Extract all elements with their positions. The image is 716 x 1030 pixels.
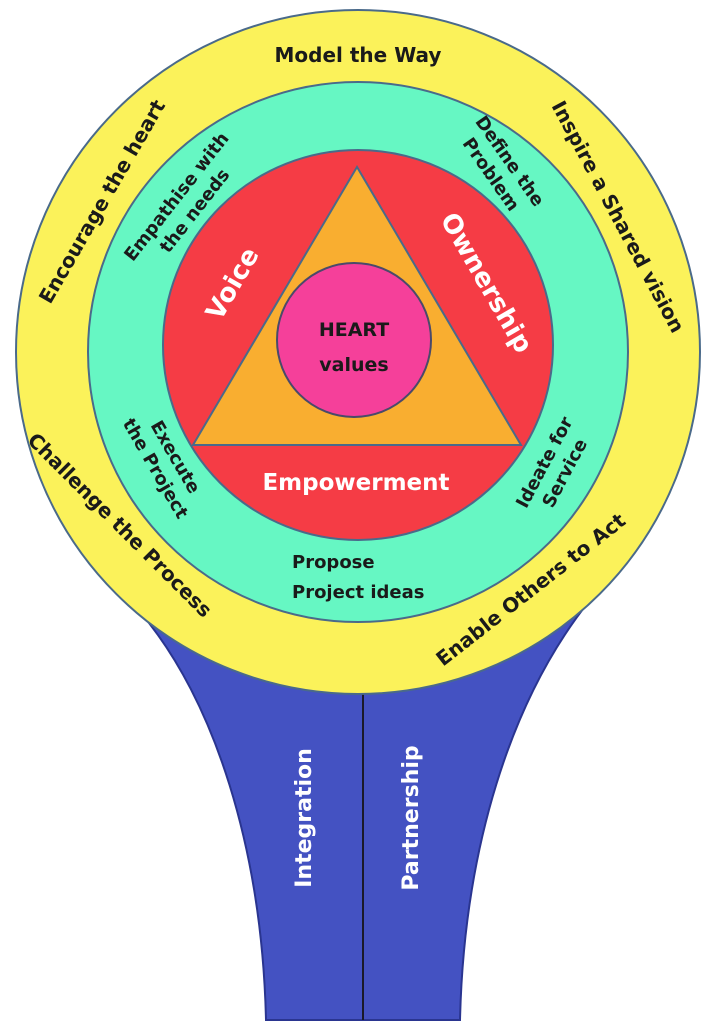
- svg-text:Propose: Propose: [292, 552, 375, 573]
- stem-label-partnership: Partnership: [399, 745, 424, 890]
- inner-label-empowerment: Empowerment: [262, 470, 449, 496]
- stem-label-integration: Integration: [292, 748, 317, 888]
- stem: [137, 598, 593, 1021]
- center-label-line1: HEART: [319, 319, 389, 341]
- svg-text:Project ideas: Project ideas: [292, 582, 424, 603]
- middle-label-bottom: Propose Project ideas: [292, 552, 424, 603]
- center-circle: [276, 262, 432, 418]
- center-label-line2: values: [319, 354, 388, 376]
- outer-label-top: Model the Way: [275, 43, 442, 67]
